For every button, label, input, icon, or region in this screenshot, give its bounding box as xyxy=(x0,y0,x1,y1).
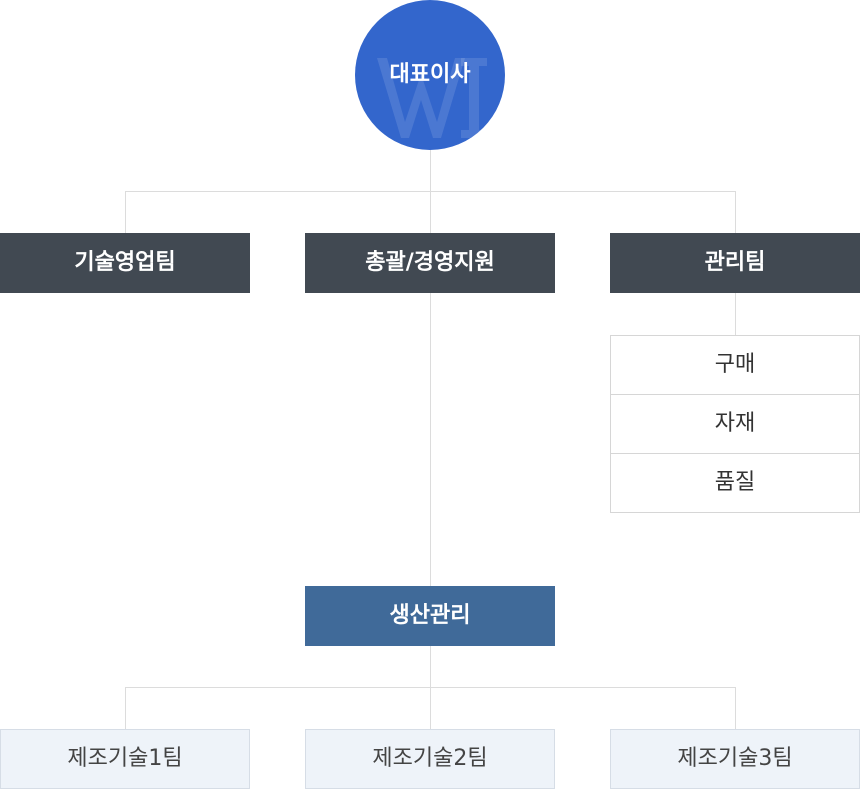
ceo-node: 대표이사 xyxy=(355,0,505,150)
connector-production-down xyxy=(430,646,431,688)
ceo-label: 대표이사 xyxy=(389,62,471,87)
dept-tech-sales: 기술영업팀 xyxy=(0,233,250,293)
team-manufacturing-3: 제조기술3팀 xyxy=(610,729,860,789)
connector-right-drop xyxy=(735,191,736,233)
dept-general-management: 총괄/경영지원 xyxy=(305,233,555,293)
team-manufacturing-2: 제조기술2팀 xyxy=(305,729,555,789)
company-logo-watermark xyxy=(377,58,487,138)
connector-left-drop xyxy=(125,191,126,233)
management-sub-list: 구매 자재 품질 xyxy=(610,335,860,513)
connector-middle-drop xyxy=(430,191,431,233)
sub-item-purchasing: 구매 xyxy=(611,336,859,395)
production-management-node: 생산관리 xyxy=(305,586,555,646)
connector-ceo-down xyxy=(430,150,431,192)
connector-team2-drop xyxy=(430,687,431,729)
connector-team3-drop xyxy=(735,687,736,729)
connector-management-sub xyxy=(735,293,736,335)
sub-item-quality: 품질 xyxy=(714,470,756,495)
connector-team1-drop xyxy=(125,687,126,729)
sub-item-materials: 자재 xyxy=(611,395,859,454)
connector-general-to-production xyxy=(430,293,431,586)
team-manufacturing-1: 제조기술1팀 xyxy=(0,729,250,789)
dept-management: 관리팀 xyxy=(610,233,860,293)
